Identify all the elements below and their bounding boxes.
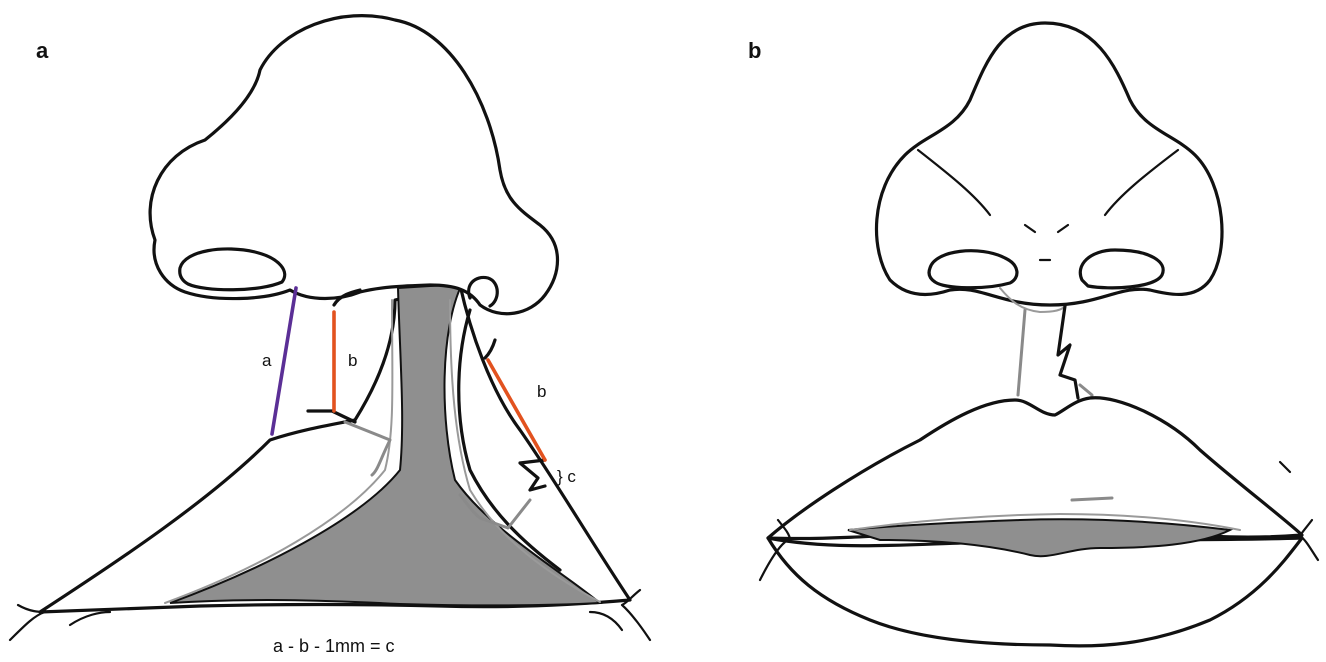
lip-incision-b <box>1072 498 1112 500</box>
right-commissure-b <box>1300 520 1318 560</box>
left-nostril <box>180 249 285 290</box>
measure-c-label: } c <box>557 467 576 486</box>
left-commissure <box>10 605 45 640</box>
formula-text: a - b - 1mm = c <box>273 636 395 656</box>
panel-b: b <box>748 23 1318 646</box>
panel-a: a a b b <box>10 16 650 656</box>
right-cleft-step <box>485 340 495 358</box>
upper-lip-b <box>768 398 1302 539</box>
right-nostril-b <box>1080 250 1163 288</box>
zigzag-philtrum <box>1058 306 1078 398</box>
lower-lip-right <box>590 612 622 630</box>
measure-a-label: a <box>262 351 272 370</box>
measure-a-line <box>272 288 296 434</box>
measure-b-left-label: b <box>348 351 357 370</box>
panel-a-label: a <box>36 38 49 63</box>
philtrum-left-line <box>1018 310 1025 395</box>
lower-lip-left <box>70 612 110 625</box>
nose-outline-b <box>876 23 1222 305</box>
left-step-mark <box>308 411 355 422</box>
left-nostril-b <box>929 251 1017 288</box>
panel-b-label: b <box>748 38 761 63</box>
right-cheek-tick <box>1280 462 1290 472</box>
measure-b-right-label: b <box>537 382 546 401</box>
